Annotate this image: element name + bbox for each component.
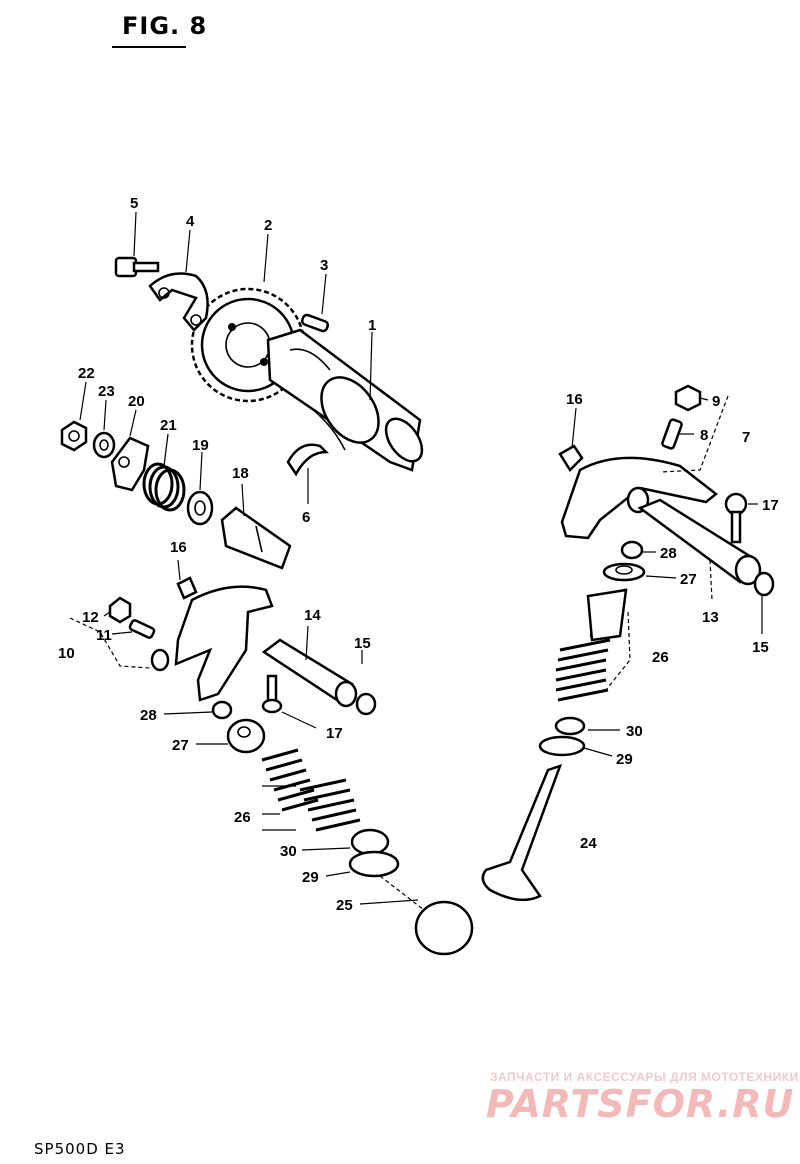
plate-20 — [110, 436, 150, 492]
nut-22 — [60, 420, 88, 452]
shaft-18 — [220, 506, 292, 570]
spring-21 — [142, 462, 186, 512]
callout-21: 21 — [160, 417, 177, 434]
rocker-shaft-14 — [261, 638, 358, 708]
watermark-tagline: ЗАПЧАСТИ И АКСЕССУАРЫ ДЛЯ МОТОТЕХНИКИ — [490, 1070, 799, 1084]
callout-20: 20 — [128, 393, 145, 410]
callout-3: 3 — [320, 257, 328, 274]
retainer-28-right — [620, 540, 644, 560]
figure-title: FIG. 8 — [122, 12, 208, 40]
callout-9: 9 — [712, 393, 720, 410]
adjust-screw-8 — [661, 418, 683, 450]
bolt-17-right — [724, 492, 748, 544]
leader-lines — [69, 211, 763, 905]
seat-29-left — [348, 850, 400, 878]
callout-24: 24 — [580, 835, 597, 852]
rocker-arm-right — [558, 444, 719, 540]
callout-27-right: 27 — [680, 571, 697, 588]
watermark-site: PARTSFOR.RU — [486, 1082, 795, 1126]
callout-17-right: 17 — [762, 497, 779, 514]
o-ring-15-left — [355, 692, 377, 716]
callout-12: 12 — [82, 609, 99, 626]
callout-15-left: 15 — [354, 635, 371, 652]
rocker-arm-left — [150, 576, 274, 702]
callout-11: 11 — [96, 627, 112, 644]
callout-13: 13 — [702, 609, 719, 626]
callout-5: 5 — [130, 195, 138, 212]
callout-22: 22 — [78, 365, 95, 382]
callout-26-right: 26 — [652, 649, 669, 666]
callout-6: 6 — [302, 509, 310, 526]
callout-23: 23 — [98, 383, 115, 400]
retainer-28-left — [211, 700, 233, 720]
adjust-screw-11 — [128, 619, 156, 639]
washer-23 — [92, 431, 116, 459]
seat-29-right — [538, 735, 586, 757]
callout-4: 4 — [186, 213, 195, 230]
valve-25 — [379, 875, 474, 956]
callout-27-left: 27 — [172, 737, 189, 754]
bolt-17-left — [261, 674, 283, 714]
callout-16-right: 16 — [566, 391, 583, 408]
callout-28-right: 28 — [660, 545, 677, 562]
valve-24 — [481, 763, 563, 902]
callout-26-left: 26 — [234, 809, 251, 826]
callout-labels: 5 4 2 3 1 6 22 23 20 21 19 18 16 9 8 7 1… — [58, 195, 779, 914]
outer-spring-right — [555, 638, 611, 702]
callout-16-left: 16 — [170, 539, 187, 556]
callout-10: 10 — [58, 645, 75, 662]
callout-8: 8 — [700, 427, 708, 444]
callout-18: 18 — [232, 465, 249, 482]
callout-25: 25 — [336, 897, 353, 914]
callout-2: 2 — [264, 217, 272, 234]
cotter-30-right — [554, 716, 586, 736]
rocker-shaft-13 — [637, 498, 762, 586]
callout-29-right: 29 — [616, 751, 633, 768]
callout-14: 14 — [304, 607, 321, 624]
cotter-30-left — [350, 828, 390, 856]
callout-1: 1 — [368, 317, 376, 334]
o-ring-15-right — [753, 571, 775, 597]
callout-17-left: 17 — [326, 725, 343, 742]
callout-7: 7 — [742, 429, 750, 446]
spring-seat-27-right — [602, 562, 646, 582]
inner-spring-right — [586, 588, 628, 642]
adjust-nut-12 — [108, 596, 132, 624]
model-code: SP500D E3 — [34, 1140, 126, 1158]
callout-15-right: 15 — [752, 639, 769, 656]
callout-30-right: 30 — [626, 723, 643, 740]
callout-28-left: 28 — [140, 707, 157, 724]
springs-26-left — [261, 748, 361, 832]
spring-seat-27-left — [226, 718, 266, 754]
cam-bracket — [148, 272, 209, 332]
washer-19 — [186, 490, 214, 526]
bracket-bolt — [114, 256, 160, 278]
callout-30-left: 30 — [280, 843, 297, 860]
figure-title-underline — [112, 46, 186, 48]
adjust-nut-9 — [674, 384, 702, 412]
callout-29-left: 29 — [302, 869, 319, 886]
callout-19: 19 — [192, 437, 209, 454]
camshaft — [266, 328, 424, 472]
knock-pin — [300, 313, 330, 333]
cam-clip — [286, 443, 330, 477]
